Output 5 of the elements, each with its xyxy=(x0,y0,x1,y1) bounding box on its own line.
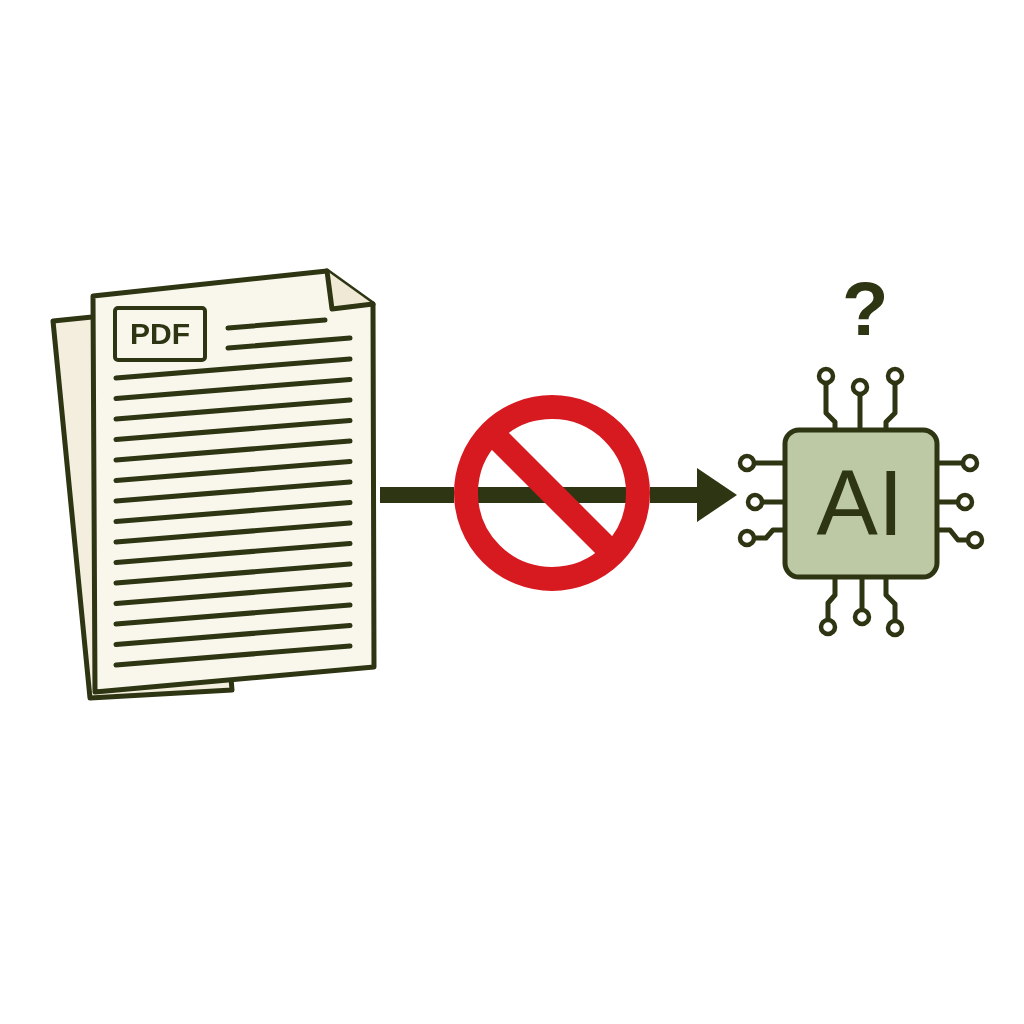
question-mark: ? xyxy=(842,271,889,347)
connector-line xyxy=(380,487,454,503)
file-type-tag: PDF xyxy=(113,306,207,362)
arrow xyxy=(650,468,737,522)
chip-label: AI xyxy=(816,457,904,549)
